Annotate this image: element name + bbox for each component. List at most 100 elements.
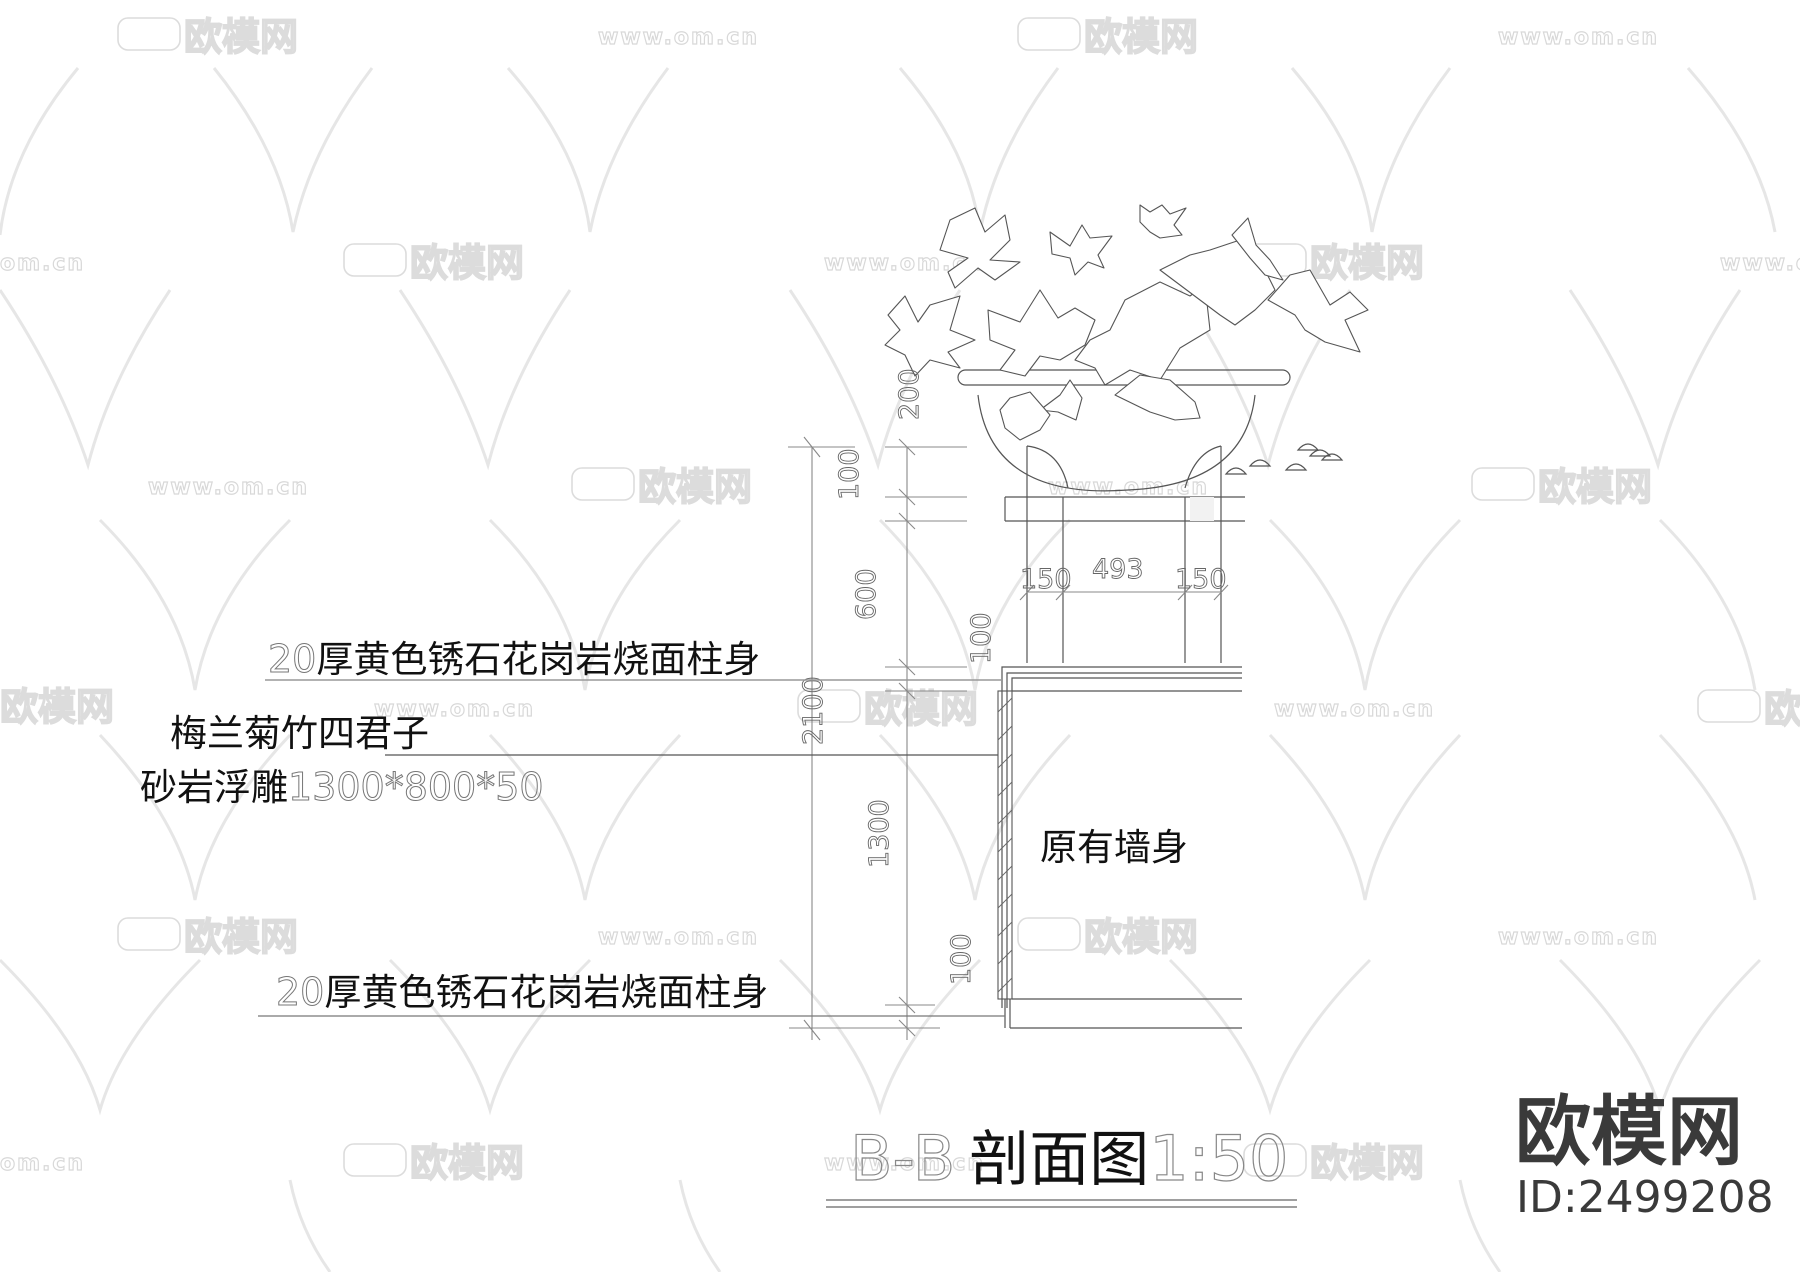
relief-material: 砂岩浮雕 [140,766,288,809]
dim-pedestal-height: 600 [851,568,882,620]
flower-pot-illustration [884,204,1369,492]
watermark-brand: 欧模网 [117,914,299,960]
watermark-brand: 欧模网 [1697,686,1800,732]
watermark-brand-text: 欧模网 [1764,687,1800,731]
pedestal-leaf-right [1184,445,1222,489]
dim-pot-height: 200 [894,368,925,420]
sofa-logo-icon [571,467,635,501]
leaf-icon [1231,217,1284,281]
leaf-icon [987,289,1096,377]
watermark-brand: 欧模网 [571,464,753,510]
watermark-brand: 欧模网 [0,684,115,730]
watermark-brand: 欧模网 [1017,914,1199,960]
watermark-brand-text: 欧模网 [410,1141,524,1185]
title-label: 剖面图 [969,1125,1149,1195]
svg-text:砂岩浮雕1300*800*50: 砂岩浮雕1300*800*50 [140,765,544,809]
watermark-brand: 欧模网 [797,686,979,732]
watermark-url: www.om.cn [1048,475,1209,500]
sofa-logo-icon [1017,17,1081,51]
leaf-icon [1267,269,1369,353]
watermark-url: www.om.cn [1498,925,1659,950]
wall-section: 原有墙身 [997,666,1242,1029]
watermark-url: www.om.cn [598,925,759,950]
watermark-url: www.om.cn [374,697,535,722]
svg-text:20厚黄色锈石花岗岩烧面柱身: 20厚黄色锈石花岗岩烧面柱身 [276,970,768,1014]
relief-title: 梅兰菊竹四君子 [170,712,429,755]
watermark-url: www.om.cn [598,25,759,50]
leaf-icon [1159,239,1276,326]
watermark-brand: 欧模网 [1471,464,1653,510]
flower-icon [1049,224,1113,276]
dim-beam-height: 100 [834,448,865,500]
leaf-icon [1139,204,1187,239]
sofa-logo-icon [343,1143,407,1177]
pedestal-leaf-left [1026,445,1069,489]
title-scale: 1:50 [1149,1122,1288,1195]
annotation-relief: 梅兰菊竹四君子 砂岩浮雕1300*800*50 [140,712,544,810]
leaf-icon [1039,379,1083,421]
sofa-logo-icon [343,243,407,277]
pot-bowl [977,394,1256,492]
watermark-brand-text: 欧模网 [0,685,114,729]
watermark-brand-text: 欧模网 [1538,465,1652,509]
petal-icon [1308,449,1332,457]
title-section-id: B-B [850,1122,955,1195]
petal-icon [1248,459,1272,467]
leaf-icon [1114,374,1201,421]
watermark-url: www.om.cn [1274,697,1435,722]
watermark-brand-text: 欧模网 [410,241,524,285]
watermark-brand-text: 欧模网 [184,915,298,959]
relief-hatch [997,697,1013,993]
sofa-logo-icon [797,689,861,723]
watermark-brand-text: 欧模网 [1310,1141,1424,1185]
sofa-logo-icon [1243,1143,1307,1177]
sofa-logo-icon [117,917,181,951]
beam-end-hatch [1190,497,1214,521]
dim-cap-height: 100 [966,612,997,664]
petal-icon [1296,443,1320,451]
watermark-url: www.om.cn [1498,25,1659,50]
watermark-brand-text: 欧模网 [1084,915,1198,959]
watermark-brand: 欧模网 [117,14,299,60]
dim-leg-gap: 493 [1092,554,1144,585]
watermark-url: om.cn [0,251,85,276]
dim-relief-height: 1300 [864,799,895,868]
watermark-brand: 欧模网 [343,240,525,286]
svg-text:20厚黄色锈石花岗岩烧面柱身: 20厚黄色锈石花岗岩烧面柱身 [268,637,760,681]
watermark-url: www.om.cn [148,475,309,500]
sofa-logo-icon [1471,467,1535,501]
petal-icon [1224,467,1248,475]
watermark-url: om.cn [0,1151,85,1176]
top-material-thickness: 20 [268,637,316,681]
stamp-brand: 欧模网 [1515,1087,1743,1176]
watermark-brand: 欧模网 [343,1140,525,1186]
dim-base-height: 100 [946,933,977,985]
watermark-brand-text: 欧模网 [1310,241,1424,285]
sofa-logo-icon [1697,689,1761,723]
watermark-brand: 欧模网 [1017,14,1199,60]
dim-leg-left: 150 [1020,564,1072,595]
leaf-icon [999,391,1051,441]
dim-leg-right: 150 [1175,564,1227,595]
stamp-id: ID:2499208 [1516,1172,1774,1223]
watermark-brand: 欧模网 [1243,1140,1425,1186]
brand-stamp: 欧模网 ID:2499208 [1515,1087,1774,1223]
petal-icon [1284,463,1308,471]
vertical-dimensions: 200 100 600 100 2100 1300 100 [385,368,998,1041]
watermark-url: www.om.cn [824,1151,985,1176]
sofa-logo-icon [1017,917,1081,951]
watermark-brand-text: 欧模网 [638,465,752,509]
watermark-layer: 欧模网 欧模网 欧模网 欧模网 欧模网 欧模网 欧模网 欧模网 [0,14,1800,1272]
bottom-material-text: 厚黄色锈石花岗岩烧面柱身 [324,971,768,1014]
relief-size: 1300*800*50 [288,765,544,809]
pedestal-stand: 150 493 150 [1004,446,1245,663]
annotation-bottom-material: 20厚黄色锈石花岗岩烧面柱身 [258,970,1005,1017]
sofa-logo-icon [117,17,181,51]
bottom-material-thickness: 20 [276,970,324,1014]
watermark-brand: 欧模网 [1243,240,1425,286]
watermark-brand-text: 欧模网 [184,15,298,59]
watermark-brand-text: 欧模网 [864,687,978,731]
leaf-icon [1074,281,1211,386]
